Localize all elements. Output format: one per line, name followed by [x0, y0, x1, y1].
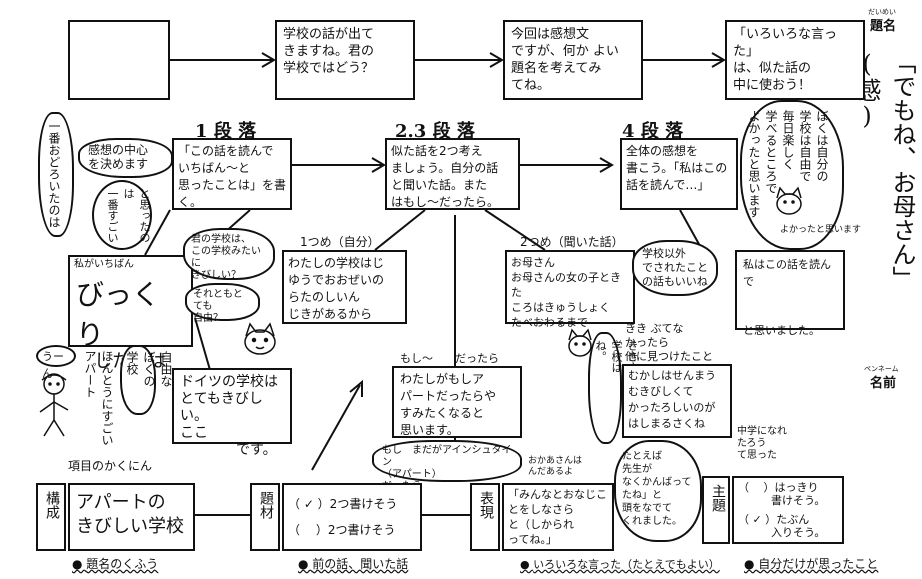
free-school-cloud: 自由な ぼくの 学校 — [120, 345, 173, 415]
item-check-label: 項目のかくにん — [68, 459, 153, 473]
main-idea-cloud: 感想の中心 を決めます — [78, 138, 173, 178]
expression-label-box: 表現 — [470, 483, 500, 551]
found-note: きき ぶてな かったら 他に見つけたこと — [625, 322, 713, 363]
second-story-label: 2つめ（聞いた話） — [520, 235, 624, 249]
mother-note: おかあさんは んだあるよ — [528, 456, 583, 477]
title-tip-caption: ● 題名のくふう — [72, 557, 159, 571]
middle-school-note: 中学になれ たろう て思った — [737, 426, 787, 461]
material-option-2[interactable]: （ ）2つ書けそう — [288, 523, 396, 537]
germany-school-box: ドイツの学校は とてもきびしい。 ここ です。 — [172, 368, 292, 458]
structure-label-box: 構成 — [36, 483, 66, 551]
material-caption: ● 前の話、聞いた話 — [298, 557, 409, 571]
cat-caption: よかったと思います — [780, 225, 862, 235]
theme-option-2[interactable]: （ ✓ ）たぶん 入りそう。 — [738, 513, 826, 539]
uun-bubble: うーん — [36, 345, 76, 380]
title-idea-answer-box: アパートの きびしい学校 — [68, 483, 195, 551]
outside-school-bubble: 学校以外 でされたこと の話もいいね — [632, 240, 718, 296]
usage-note-box: 「いろいろな言った」 は、似た話の 中に使おう！ — [725, 20, 865, 100]
material-label-box: 題材 — [250, 483, 280, 551]
free-bubble: それともとても 自由？ — [185, 283, 260, 324]
material-option-1[interactable]: （ ✓ ）2つ書けそう — [288, 497, 398, 511]
if-story-box: わたしがもしア パートだったらや すみたくなると 思います。 — [392, 366, 522, 438]
paragraph23-box: 似た話を2つ考え ましょう。自分の話 と聞いた話。また はもし～だったら。 — [385, 138, 520, 210]
expression-caption: ● いろいろな言った（たとえでもよい） — [520, 558, 720, 571]
expression-box: 「みんなとおなじこ とをしなさら と（しかられ ってね。」 — [502, 483, 614, 551]
old-days-box: むかしはせんまう むきびしくて かったろしいのが はしまるさくね — [622, 364, 732, 438]
second-story-box: お母さん お母さんの女の子ときた ころはきゅうしょく たべおわるまで — [505, 250, 635, 329]
title-idea-box: 今回は感想文 ですが、何か よい 題名を考えてみ てね。 — [503, 20, 643, 100]
conclusion-cloud: ぼくは自分の 学校は自由で 毎日楽しく 学べるところで よかったと思います — [740, 100, 844, 250]
theme-caption: ● 自分だけが思ったこと — [744, 557, 879, 571]
paragraph4-box: 全体の感想を 書こう。「私はこの 話を読んで…」 — [620, 138, 738, 210]
school-question-box: 学校の話が出て きますね。君の 学校ではどう？ — [275, 20, 415, 100]
title-ruby: だいめい — [868, 8, 896, 16]
first-story-label: 1つめ（自分） — [300, 235, 380, 249]
vertical-bubble: と思ったのは 一番すごい — [92, 180, 152, 250]
first-story-box: わたしの学校はじ ゆうでおおぜいの らたのしいん じきがあるから — [282, 250, 407, 324]
really-amazing-note: ほんとうにすごいアパート — [83, 350, 114, 446]
paragraph4-heading: 4 段 落 — [622, 121, 684, 142]
school-strict-bubble: 君の学校は、 この学校みたいに きびしい？ — [183, 228, 275, 281]
child-figure-icon — [34, 370, 76, 440]
material-options-box: （ ✓ ）2つ書けそう （ ）2つ書けそう — [282, 483, 422, 551]
cat-icon — [240, 322, 280, 358]
paragraph23-heading: 2.3 段 落 — [395, 121, 475, 142]
theme-option-1[interactable]: （ ）はっきり 書けそう。 — [738, 481, 826, 507]
cat-conclusion-icon — [772, 186, 806, 220]
paragraph1-heading: 1 段 落 — [195, 121, 257, 142]
theme-options-box: （ ）はっきり 書けそう。 （ ✓ ）たぶん 入りそう。 — [732, 476, 844, 544]
einstein-bubble: もし まだがアインシュタイン （アパート） だったら — [372, 440, 522, 492]
conclusion-box: 私はこの話を読んで と思いました。 — [735, 250, 845, 337]
title-label: 題名 — [870, 19, 897, 34]
surprise-box: 私がいちばん びっくり したのは — [68, 255, 193, 371]
listen-cloud: きき方て 学校は ね。 — [588, 332, 639, 444]
vertical-note: 一番おどろいたのは — [47, 120, 61, 228]
paragraph1-box: 「この話を読んで いちばん～と 思ったことは」を書く。 — [172, 138, 292, 210]
theme-label-box: 主題 — [702, 476, 730, 544]
teacher-example-bubble: たとえば 先生が なくかんばって たね」と 頭をなでて くれました。 — [614, 440, 702, 542]
blank-box — [68, 20, 170, 100]
essay-title: 「でもね、お母さん」(感) — [853, 50, 916, 290]
name-label: 名前 — [870, 376, 897, 391]
if-label: もし～ だったら — [400, 352, 499, 365]
vertical-note-cloud: 一番おどろいたのは — [38, 112, 74, 237]
name-ruby: ペンネーム — [864, 365, 899, 373]
